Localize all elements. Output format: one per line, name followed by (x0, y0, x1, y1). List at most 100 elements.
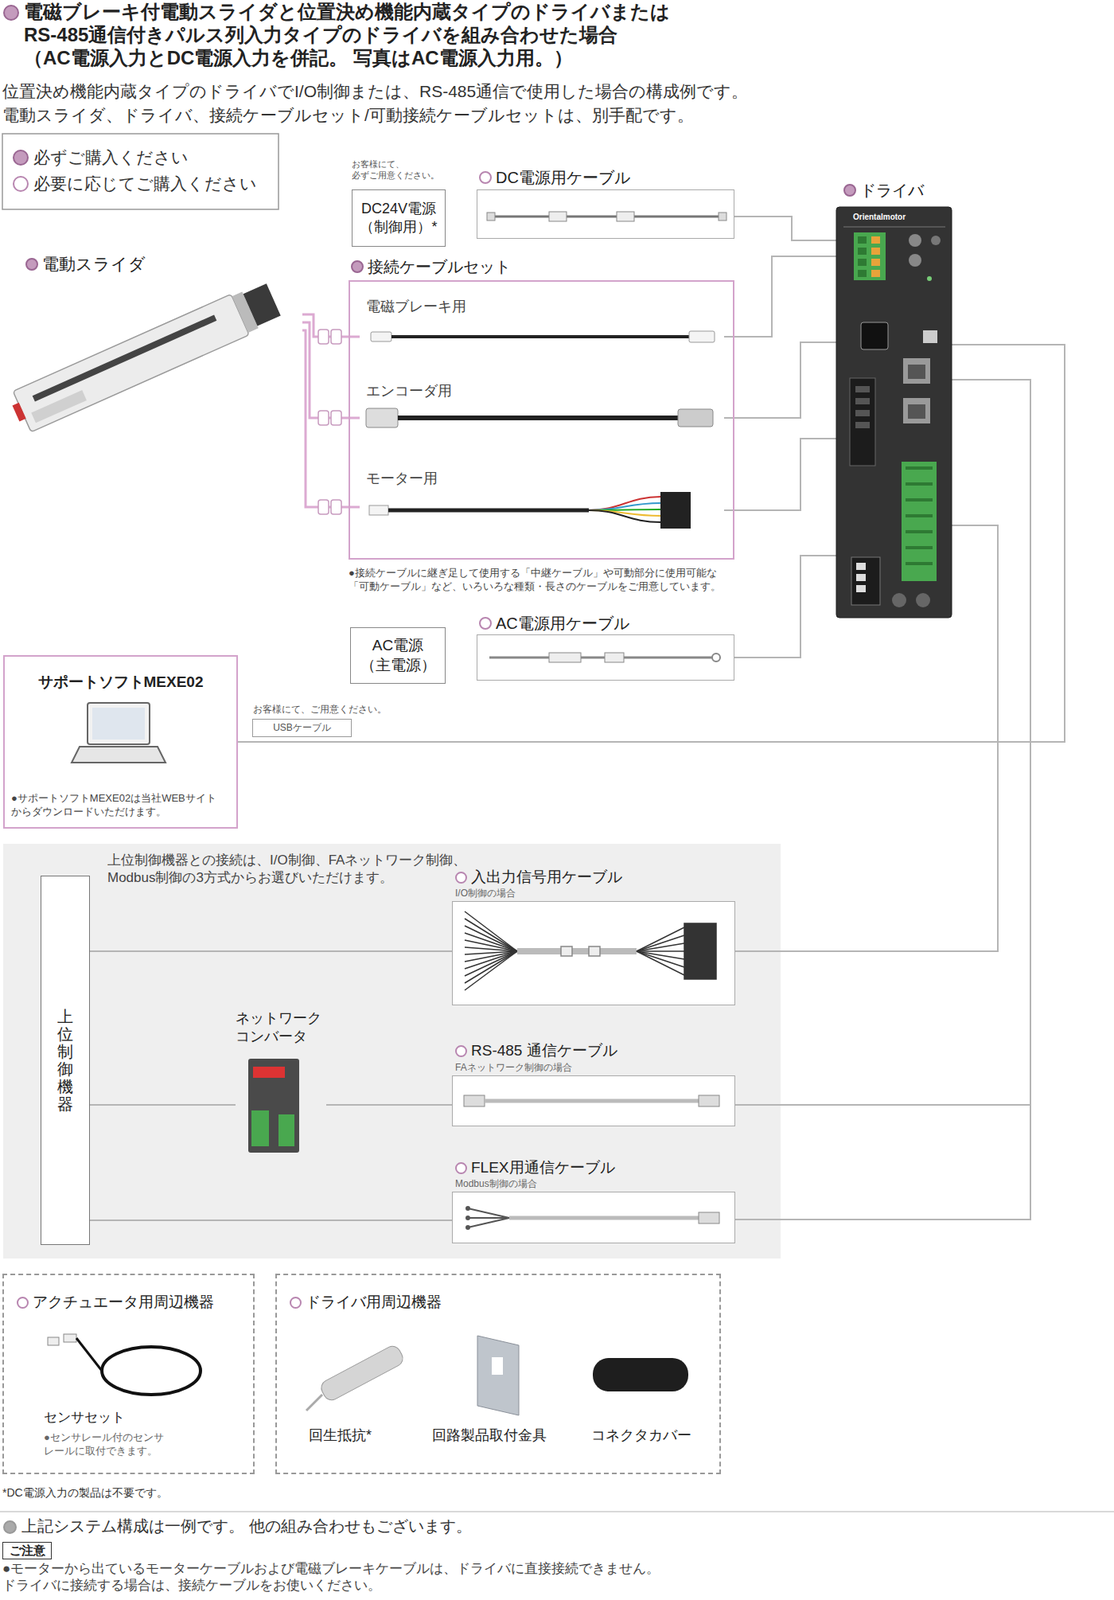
connector-cover-illustration (592, 1357, 689, 1391)
driver-illustration (853, 232, 886, 281)
driver-illustration (871, 247, 881, 255)
note-label: 電動スライダ、ドライバ、接続ケーブルセット/可動接続ケーブルセットは、別手配です… (2, 104, 694, 126)
control-panel: 上位制御機器との接続は、I/O制御、FAネットワーク制御、 Modbus制御の3… (3, 843, 781, 1259)
driver-illustration (856, 573, 866, 581)
slider-illustration (32, 314, 218, 402)
connector (326, 1103, 452, 1106)
connector (734, 216, 837, 241)
io-cable-illustration (464, 925, 518, 951)
note-label: Orientalmotor (853, 211, 906, 223)
legend-frame (2, 133, 279, 210)
flex-cable-illustration (467, 1207, 510, 1218)
note-label: ●モーターから出ているモーターケーブルおよび電磁ブレーキケーブルは、ドライバに直… (2, 1560, 719, 1594)
motor-cable-illustration (388, 508, 589, 513)
node-heading: AC電源用ケーブル (495, 612, 630, 634)
software-box: サポートソフトMEXE02●サポートソフトMEXE02は当社WEBサイト からダ… (3, 654, 238, 829)
io-cable-illustration (464, 911, 518, 951)
driver-illustration (856, 584, 866, 593)
optional-marker (479, 616, 492, 630)
regenerative-resistor-illustration (306, 1394, 323, 1411)
cable-box: FLEX用通信ケーブルModbus制御の場合 (451, 1157, 736, 1243)
title-text: 電磁ブレーキ付電動スライダと位置決め機能内蔵タイプのドライバまたは RS-485… (23, 0, 677, 70)
connector (89, 950, 452, 952)
encoder-cable-illustration (677, 408, 713, 427)
motor-cable-illustration (369, 491, 691, 529)
cable-box: RS-485 通信ケーブルFAネットワーク制御の場合 (451, 1040, 736, 1126)
connector (302, 322, 360, 418)
driver-illustration (927, 276, 932, 281)
optional-marker (455, 871, 468, 884)
note-label: 上記システム構成は一例です。 他の組み合わせもございます。 (21, 1515, 472, 1536)
dc-cable-illustration (616, 211, 635, 222)
slider-illustration (7, 279, 283, 435)
laptop-illustration (71, 746, 166, 763)
driver-illustration (903, 397, 931, 424)
sensor-set-illustration (47, 1333, 201, 1395)
optional-marker (455, 1044, 468, 1057)
node-heading: 電磁ブレーキ用 (366, 297, 467, 316)
driver-illustration (871, 258, 881, 266)
node-text: ●センサレール付のセンサ レールに取付できます。 (43, 1430, 203, 1458)
regenerative-resistor-illustration (306, 1343, 406, 1411)
cable-item: エンコーダ用 (359, 380, 725, 435)
note-label: お客様にて、ご用意ください。 (253, 703, 387, 717)
host-controller-box: 上位制御機器 (40, 875, 90, 1245)
flex-cable-illustration (465, 1224, 471, 1230)
node-heading: ご注意 (9, 1542, 46, 1559)
driver-illustration (923, 330, 938, 343)
motor-cable-illustration (588, 496, 661, 511)
network-converter-illustration (248, 1058, 300, 1153)
ac-cable-illustration (489, 656, 713, 659)
driver-illustration (907, 364, 926, 379)
io-cable-illustration (464, 950, 518, 969)
driver-illustration (907, 404, 926, 419)
note-label: ●接続ケーブルに継ぎ足して使用する「中継ケーブル」や可動部分に使用可能な 「可動… (348, 566, 739, 594)
io-cable-illustration (464, 946, 518, 951)
box-frame (451, 1075, 736, 1126)
network-converter-illustration (248, 1058, 300, 1153)
node-heading: 上位制御機器 (57, 1007, 74, 1113)
io-cable-illustration (636, 950, 685, 952)
network-converter-illustration (251, 1110, 269, 1146)
panel-box-ground (451, 1191, 736, 1243)
title-bullet (3, 4, 20, 21)
brake-cable-illustration (689, 331, 715, 343)
io-cable-illustration (636, 927, 685, 951)
ac-cable-illustration (489, 652, 721, 663)
optional-marker (479, 171, 492, 184)
driver-illustration (843, 225, 946, 228)
encoder-cable-illustration (397, 415, 678, 421)
node-heading: 電動スライダ (42, 253, 146, 275)
driver-illustration (857, 247, 867, 255)
node-heading: サポートソフトMEXE02 (4, 672, 237, 693)
io-cable-illustration (464, 911, 717, 990)
regenerative-resistor-illustration (318, 1343, 406, 1403)
ac-cable-illustration (549, 652, 581, 663)
connector (302, 330, 360, 507)
optional-marker (289, 1296, 302, 1309)
cable-box: AC電源用ケーブル (476, 612, 735, 681)
flex-cable-illustration (467, 1217, 510, 1227)
slider-illustration (12, 402, 27, 422)
driver-illustration (857, 236, 867, 244)
slider-illustration (243, 283, 281, 326)
node-heading: AC電源 （主電源） (353, 635, 443, 675)
driver-illustration (849, 377, 876, 466)
driver-illustration (856, 562, 866, 570)
brake-cable-illustration (370, 331, 392, 342)
laptop-illustration (92, 707, 145, 740)
control-panel-ground (3, 843, 781, 1259)
node-text: FAネットワーク制御の場合 (455, 1061, 573, 1075)
connector (734, 555, 837, 658)
box-frame (348, 280, 735, 560)
dc-cable-illustration (718, 212, 727, 221)
io-cable-illustration (684, 923, 717, 979)
node-heading: ネットワーク コンバータ (235, 1008, 327, 1047)
io-cable-illustration (636, 934, 685, 951)
connector (724, 342, 837, 418)
io-cable-illustration (464, 932, 518, 951)
flex-cable-illustration (467, 1216, 510, 1219)
rs485-cable-illustration (698, 1094, 720, 1107)
node-heading: アクチュエータ用周辺機器 (32, 1292, 215, 1313)
mounting-bracket-illustration (477, 1335, 519, 1415)
